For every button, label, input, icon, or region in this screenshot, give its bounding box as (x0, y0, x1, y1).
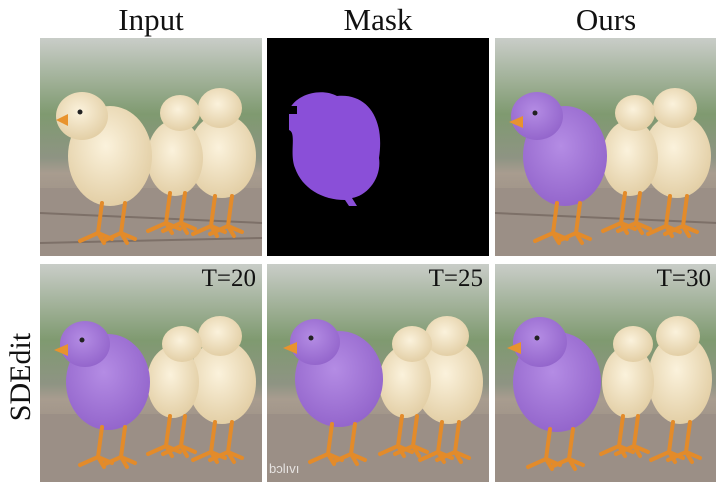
timestep-label-t20: T=20 (201, 265, 256, 292)
watermark: bɔlıvı (269, 461, 300, 476)
ours-image (495, 38, 716, 256)
panel-input (40, 38, 262, 256)
panel-mask (267, 38, 489, 256)
column-title-input: Input (118, 2, 184, 37)
timestep-label-t30: T=30 (656, 265, 711, 292)
panel-ours (495, 38, 716, 256)
panel-sdedit-t25: T=25 bɔlıvı (267, 264, 489, 482)
input-image (40, 38, 262, 256)
mask-image (267, 38, 489, 256)
column-title-ours: Ours (575, 2, 637, 37)
sdedit-t25-image (267, 264, 489, 482)
sdedit-t20-image (40, 264, 262, 482)
sdedit-t30-image (495, 264, 716, 482)
panel-sdedit-t20: T=20 (40, 264, 262, 482)
panel-sdedit-t30: T=30 (495, 264, 716, 482)
row-label-sdedit: SDEdit (4, 332, 37, 422)
column-title-mask: Mask (343, 2, 413, 37)
timestep-label-t25: T=25 (428, 265, 483, 292)
